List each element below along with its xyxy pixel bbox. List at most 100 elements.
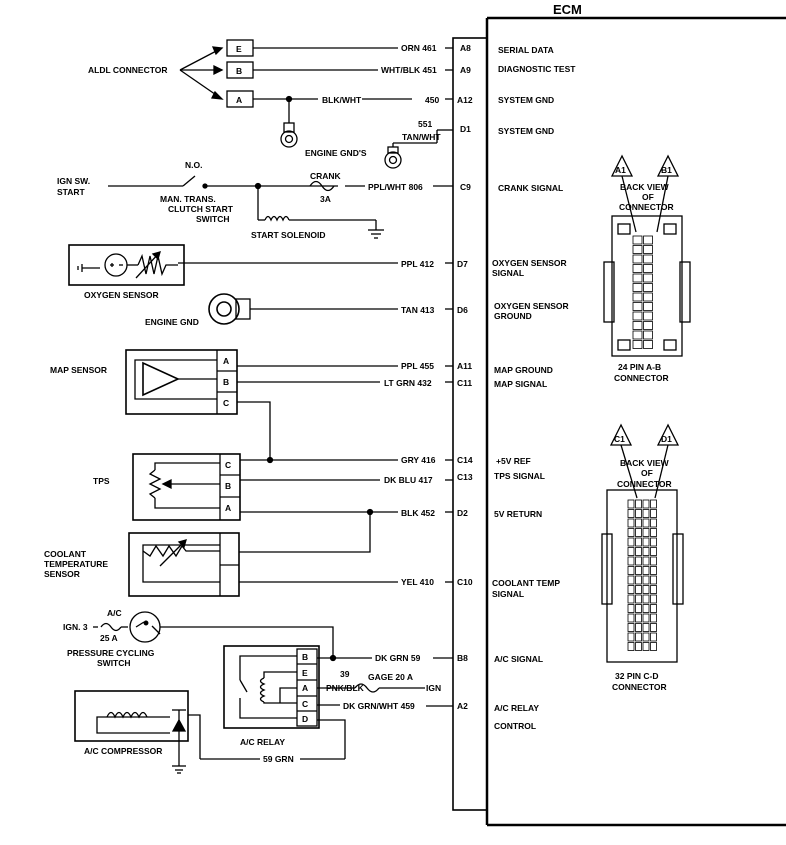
connector-cavity bbox=[650, 556, 657, 566]
pin-b8: B8 bbox=[457, 653, 468, 663]
signal-ac: A/C SIGNAL bbox=[494, 654, 543, 664]
connector-cavity bbox=[635, 556, 642, 566]
connector-cavity bbox=[627, 528, 635, 537]
signal-coolant-1: COOLANT TEMP bbox=[492, 578, 560, 588]
aldl-label: ALDL CONNECTOR bbox=[88, 65, 168, 75]
tps-pin-b: B bbox=[225, 481, 231, 491]
wire-dk-blu-417: DK BLU 417 bbox=[384, 475, 433, 485]
connector-cavity bbox=[650, 499, 657, 509]
connector-cavity bbox=[643, 321, 653, 330]
connector-cavity bbox=[635, 575, 642, 585]
map-sensor-label: MAP SENSOR bbox=[50, 365, 107, 375]
ac-relay-label: A/C RELAY bbox=[240, 737, 285, 747]
coolant-label-1: COOLANT bbox=[44, 549, 87, 559]
ac-label: A/C bbox=[107, 608, 122, 618]
connector-cavity bbox=[627, 509, 635, 518]
connector-cavity bbox=[650, 518, 657, 528]
signal-5v-return: 5V RETURN bbox=[494, 509, 542, 519]
pin-d7: D7 bbox=[457, 259, 468, 269]
wire-blk-wht: BLK/WHT bbox=[322, 95, 362, 105]
connector-cavity bbox=[643, 330, 653, 340]
connector-cavity bbox=[650, 604, 657, 613]
pin-d6: D6 bbox=[457, 305, 468, 315]
engine-gnds-label: ENGINE GND'S bbox=[305, 148, 367, 158]
connector-cavity bbox=[627, 499, 635, 509]
pin-c14: C14 bbox=[457, 455, 473, 465]
connector-cavity bbox=[635, 537, 642, 547]
wire-tan-413: TAN 413 bbox=[401, 305, 435, 315]
pin-a2: A2 bbox=[457, 701, 468, 711]
cd-name-1: 32 PIN C-D bbox=[615, 671, 658, 681]
wire-yel-410: YEL 410 bbox=[401, 577, 434, 587]
connector-cavity bbox=[642, 528, 650, 537]
pin-c11: C11 bbox=[457, 378, 472, 388]
connector-cavity bbox=[632, 321, 643, 330]
connector-cavity bbox=[635, 613, 642, 623]
pin-c9: C9 bbox=[460, 182, 471, 192]
signal-coolant-2: SIGNAL bbox=[492, 589, 524, 599]
fuse-rating: 25 A bbox=[100, 633, 118, 643]
signal-o2-ground-2: GROUND bbox=[494, 311, 532, 321]
pin-a8: A8 bbox=[460, 43, 471, 53]
connector-cavity bbox=[643, 283, 653, 292]
connector-cavity bbox=[627, 594, 635, 604]
ac-compressor-label: A/C COMPRESSOR bbox=[84, 746, 162, 756]
connector-cavity bbox=[650, 642, 657, 651]
connector-cavity bbox=[632, 283, 643, 292]
signal-o2-ground-1: OXYGEN SENSOR bbox=[494, 301, 569, 311]
ab-pin-grid bbox=[632, 235, 653, 349]
connector-cavity bbox=[642, 613, 650, 623]
connector-cavity bbox=[627, 632, 635, 642]
cd-view-3: CONNECTOR bbox=[617, 479, 672, 489]
signal-crank: CRANK SIGNAL bbox=[498, 183, 563, 193]
connector-cavity bbox=[635, 594, 642, 604]
connector-cavity bbox=[632, 330, 643, 340]
pcs-label-2: SWITCH bbox=[97, 658, 131, 668]
connector-cavity bbox=[642, 642, 650, 651]
relay-pin-a: A bbox=[302, 683, 308, 693]
connector-cavity bbox=[642, 623, 650, 632]
pnk-number: 39 bbox=[340, 669, 350, 679]
connector-cavity bbox=[627, 537, 635, 547]
tps-pin-c: C bbox=[225, 460, 231, 470]
connector-cavity bbox=[635, 499, 642, 509]
pin-c10: C10 bbox=[457, 577, 473, 587]
connector-cavity bbox=[650, 528, 657, 537]
wire-gry-416: GRY 416 bbox=[401, 455, 436, 465]
ab-name-2: CONNECTOR bbox=[614, 373, 669, 383]
connector-cavity bbox=[627, 604, 635, 613]
connector-cavity bbox=[627, 585, 635, 594]
connector-cavity bbox=[627, 623, 635, 632]
wire-dk-grn-59: DK GRN 59 bbox=[375, 653, 421, 663]
signal-o2-signal-1: OXYGEN SENSOR bbox=[492, 258, 567, 268]
signal-ac-relay-1: A/C RELAY bbox=[494, 703, 539, 713]
crank-circuit: IGN SW. START N.O. MAN. TRANS. CLUTCH ST… bbox=[57, 160, 453, 240]
connector-cavity bbox=[632, 254, 643, 264]
signal-map-ground: MAP GROUND bbox=[494, 365, 553, 375]
relay-pin-e: E bbox=[302, 668, 308, 678]
d1-wire-color: TAN/WHT bbox=[402, 132, 441, 142]
connector-cavity bbox=[635, 518, 642, 528]
connector-cavity bbox=[650, 566, 657, 575]
ecm-terminals: ORN 461 WHT/BLK 451 450 PPL/WHT 806 PPL … bbox=[343, 43, 576, 731]
wire-dk-grn-wht-459: DK GRN/WHT 459 bbox=[343, 701, 415, 711]
connector-24pin-ab: A1 B1 BACK VIEW OF CONNECTOR 24 PIN A-B … bbox=[603, 154, 691, 383]
wire-450: 450 bbox=[425, 95, 439, 105]
connector-cavity bbox=[642, 566, 650, 575]
connector-cavity bbox=[650, 585, 657, 594]
connector-cavity bbox=[643, 273, 653, 283]
ab-marker-b1: B1 bbox=[661, 165, 672, 175]
coolant-label-2: TEMPERATURE bbox=[44, 559, 108, 569]
connector-cavity bbox=[650, 594, 657, 604]
clutch-line3: SWITCH bbox=[196, 214, 230, 224]
ab-view-2: OF bbox=[642, 192, 654, 202]
connector-cavity bbox=[642, 575, 650, 585]
clutch-line2: CLUTCH START bbox=[168, 204, 234, 214]
clutch-line1: MAN. TRANS. bbox=[160, 194, 216, 204]
cd-view-1: BACK VIEW bbox=[620, 458, 670, 468]
map-sensor: A B C MAP SENSOR bbox=[50, 349, 398, 460]
wire-ppl-455: PPL 455 bbox=[401, 361, 434, 371]
start-solenoid-label: START SOLENOID bbox=[251, 230, 325, 240]
wire-lt-grn-432: LT GRN 432 bbox=[384, 378, 432, 388]
